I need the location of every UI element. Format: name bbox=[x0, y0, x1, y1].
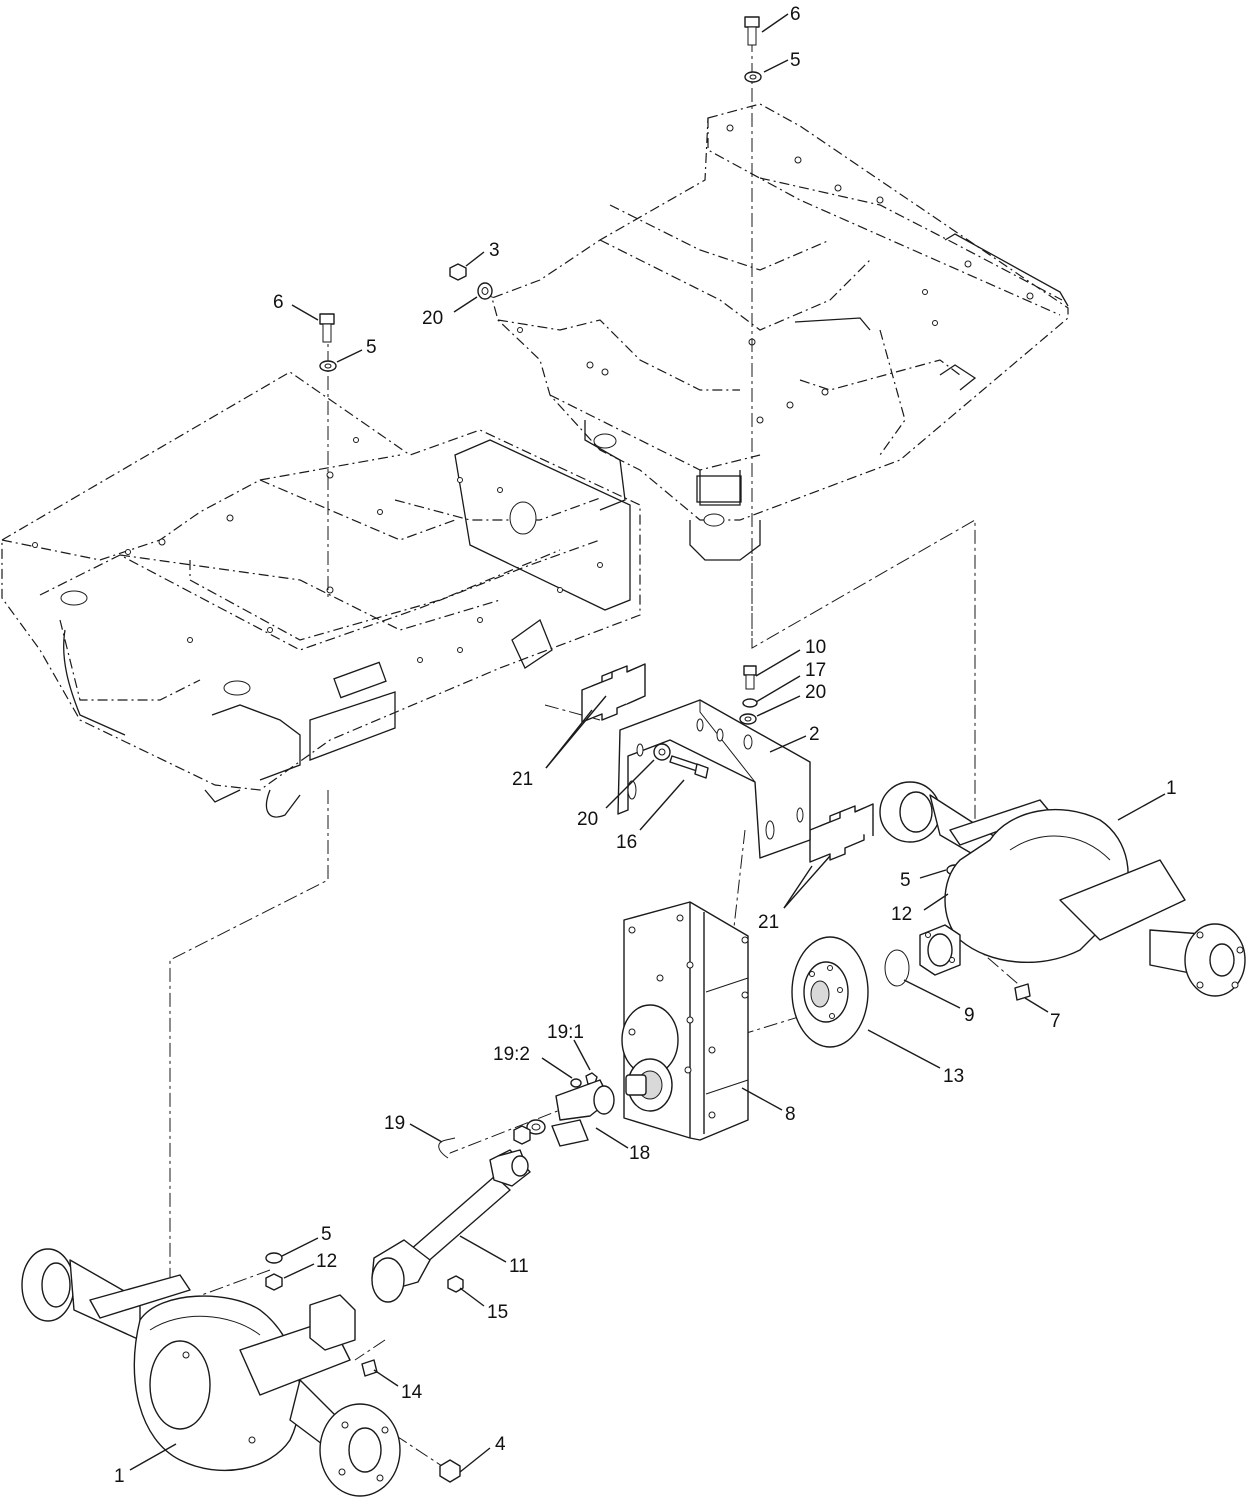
callout-5-right: 5 bbox=[900, 870, 911, 891]
item-19-2 bbox=[570, 1078, 582, 1088]
nut-15 bbox=[447, 1275, 464, 1293]
callout-11: 11 bbox=[509, 1256, 529, 1277]
bracket-2 bbox=[617, 699, 811, 859]
callout-13: 13 bbox=[943, 1066, 964, 1087]
callout-3: 3 bbox=[489, 240, 500, 261]
bolt-6-left bbox=[319, 313, 335, 343]
callout-18: 18 bbox=[629, 1143, 650, 1164]
callout-1-bottom: 1 bbox=[114, 1466, 125, 1487]
u-joint-18 bbox=[513, 1079, 615, 1147]
nut-3 bbox=[449, 263, 467, 281]
callout-20: 20 bbox=[422, 308, 443, 329]
brake-disc-13 bbox=[791, 936, 869, 1048]
nut-12-bottom bbox=[265, 1273, 283, 1291]
leader-lines bbox=[129, 13, 1166, 1473]
callout-6-top: 6 bbox=[790, 4, 801, 25]
rear-frame bbox=[491, 103, 1069, 561]
callout-1-right: 1 bbox=[1166, 778, 1177, 799]
callout-17: 17 bbox=[805, 660, 826, 681]
callout-10: 10 bbox=[805, 637, 826, 658]
callout-5-top: 5 bbox=[790, 50, 801, 71]
callout-19-1: 19:1 bbox=[547, 1022, 584, 1043]
callout-19: 19 bbox=[384, 1113, 405, 1134]
bolt-10 bbox=[743, 665, 757, 690]
callout-12-bottom: 12 bbox=[316, 1251, 337, 1272]
callout-7: 7 bbox=[1050, 1011, 1061, 1032]
gearbox-8 bbox=[621, 901, 749, 1141]
callout-19-2: 19:2 bbox=[493, 1044, 530, 1065]
callout-5-bottom: 5 bbox=[321, 1224, 332, 1245]
fitting-7 bbox=[1014, 983, 1031, 1001]
axle-1-right bbox=[879, 781, 1246, 997]
callout-9: 9 bbox=[964, 1005, 975, 1026]
callout-12-right: 12 bbox=[891, 904, 912, 925]
callout-16: 16 bbox=[616, 832, 637, 853]
callout-21-left: 21 bbox=[512, 769, 533, 790]
bolt-16 bbox=[669, 755, 709, 779]
callout-2: 2 bbox=[809, 724, 820, 745]
callout-4: 4 bbox=[495, 1434, 506, 1455]
fitting-14 bbox=[361, 1359, 378, 1377]
o-ring-9 bbox=[884, 949, 910, 987]
front-frame bbox=[1, 371, 641, 818]
nut-4 bbox=[439, 1459, 461, 1483]
callout-5-left: 5 bbox=[366, 337, 377, 358]
driveshaft-11 bbox=[371, 1149, 531, 1303]
assembly-lines bbox=[169, 38, 1026, 1469]
axle-1-bottom bbox=[21, 1248, 401, 1497]
callout-15: 15 bbox=[487, 1302, 508, 1323]
callout-8: 8 bbox=[785, 1104, 796, 1125]
washer-5-bottom bbox=[265, 1252, 283, 1264]
callout-14: 14 bbox=[401, 1382, 423, 1403]
lockwasher-17 bbox=[742, 698, 758, 708]
grease-fitting-19-1 bbox=[585, 1072, 598, 1085]
callout-20-low: 20 bbox=[577, 809, 598, 830]
callout-labels: 6 5 3 20 6 5 10 17 20 2 21 20 16 1 5 12 … bbox=[114, 4, 1177, 1487]
shims-21-right bbox=[809, 803, 874, 863]
callout-20-mid: 20 bbox=[805, 682, 826, 703]
callout-21-right: 21 bbox=[758, 912, 779, 933]
pin-19 bbox=[438, 1137, 456, 1159]
bolt-6-top bbox=[744, 16, 760, 46]
callout-6-left: 6 bbox=[273, 292, 284, 313]
